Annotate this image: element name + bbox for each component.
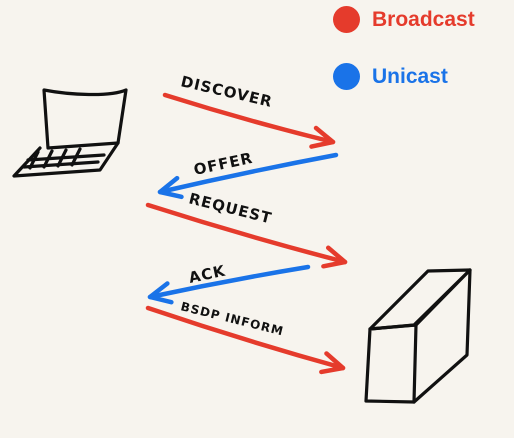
arrowhead-ack-icon (147, 281, 174, 305)
legend-broadcast-label: Broadcast (372, 7, 475, 31)
arrowhead-offer-icon (157, 175, 184, 200)
message-label-bsdp-inform: BSDP INFORM (179, 299, 285, 338)
legend-unicast: Unicast (333, 63, 448, 90)
arrow-discover (162, 92, 336, 145)
arrowhead-discover-icon (309, 125, 336, 149)
arrowhead-request-icon (321, 245, 348, 269)
arrow-request (145, 202, 348, 265)
arrow-bsdp-inform (145, 305, 346, 371)
legend-broadcast: Broadcast (333, 6, 475, 33)
unicast-dot-icon (333, 63, 360, 90)
arrow-offer (157, 152, 339, 195)
laptop-icon (12, 88, 128, 178)
server-box-icon (364, 268, 472, 404)
arrowhead-bsdp-inform-icon (319, 351, 346, 375)
legend-unicast-label: Unicast (372, 64, 448, 88)
broadcast-dot-icon (333, 6, 360, 33)
arrow-ack (147, 264, 311, 300)
